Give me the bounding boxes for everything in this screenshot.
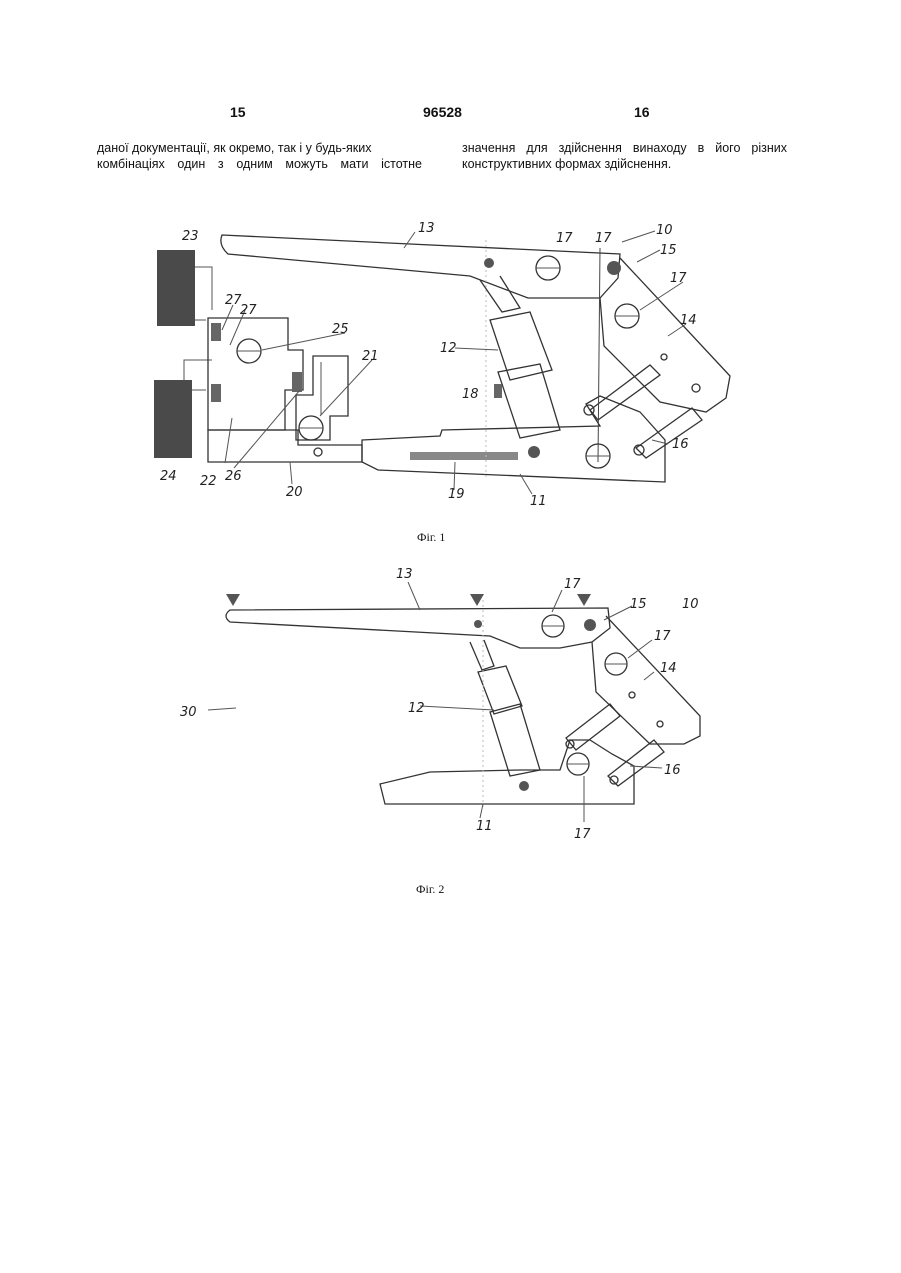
label-24: 24 <box>160 469 177 484</box>
figure-1-caption: Фіг. 1 <box>417 530 445 545</box>
cylinder-12 <box>490 312 552 380</box>
label-16: 16 <box>664 763 681 778</box>
dial-17 <box>567 753 589 775</box>
label-14: 14 <box>660 661 677 676</box>
link-16 <box>608 740 664 786</box>
label-30: 30 <box>180 705 197 720</box>
label-10: 10 <box>682 597 699 612</box>
label-13: 13 <box>396 567 413 582</box>
label-15: 15 <box>660 243 677 258</box>
label-17: 17 <box>595 231 612 246</box>
block-24 <box>154 380 192 458</box>
label-14: 14 <box>680 313 697 328</box>
label-10: 10 <box>656 223 673 238</box>
base-11 <box>362 396 665 482</box>
label-17: 17 <box>670 271 687 286</box>
cylinder-12 <box>478 666 522 714</box>
dial-17 <box>542 615 564 637</box>
link-16 <box>636 408 702 458</box>
block-23 <box>157 250 195 326</box>
figure-2-drawing: 13 17 15 10 17 14 30 12 16 11 17 <box>0 560 901 880</box>
label-17: 17 <box>574 827 591 842</box>
label-22: 22 <box>200 474 217 489</box>
pivot-15 <box>584 619 596 631</box>
figure-1-drawing: 23 24 27 27 25 21 22 26 20 13 17 17 10 1… <box>0 0 901 560</box>
label-17: 17 <box>556 231 573 246</box>
label-20: 20 <box>286 485 303 500</box>
label-21: 21 <box>362 349 379 364</box>
label-11: 11 <box>530 494 547 509</box>
arm-13 <box>226 608 610 648</box>
dial-17 <box>615 304 639 328</box>
plate-21 <box>296 356 348 440</box>
label-25: 25 <box>332 322 349 337</box>
plate-20 <box>208 430 362 462</box>
label-23: 23 <box>182 229 199 244</box>
pivot-15 <box>607 261 621 275</box>
label-26: 26 <box>225 469 242 484</box>
dial-17 <box>605 653 627 675</box>
dial-25 <box>237 339 261 363</box>
label-11: 11 <box>476 819 493 834</box>
plate-14 <box>600 258 730 412</box>
label-17: 17 <box>564 577 581 592</box>
label-12: 12 <box>408 701 425 716</box>
label-17: 17 <box>654 629 671 644</box>
figure-2-caption: Фіг. 2 <box>416 882 444 897</box>
label-12: 12 <box>440 341 457 356</box>
label-16: 16 <box>672 437 689 452</box>
label-15: 15 <box>630 597 647 612</box>
label-19: 19 <box>448 487 465 502</box>
plate-22 <box>208 318 303 430</box>
label-27: 27 <box>240 303 257 318</box>
label-13: 13 <box>418 221 435 236</box>
dial-17 <box>536 256 560 280</box>
label-18: 18 <box>462 387 479 402</box>
base-11 <box>380 740 634 804</box>
dial-21 <box>299 416 323 440</box>
scale-19 <box>410 452 518 460</box>
